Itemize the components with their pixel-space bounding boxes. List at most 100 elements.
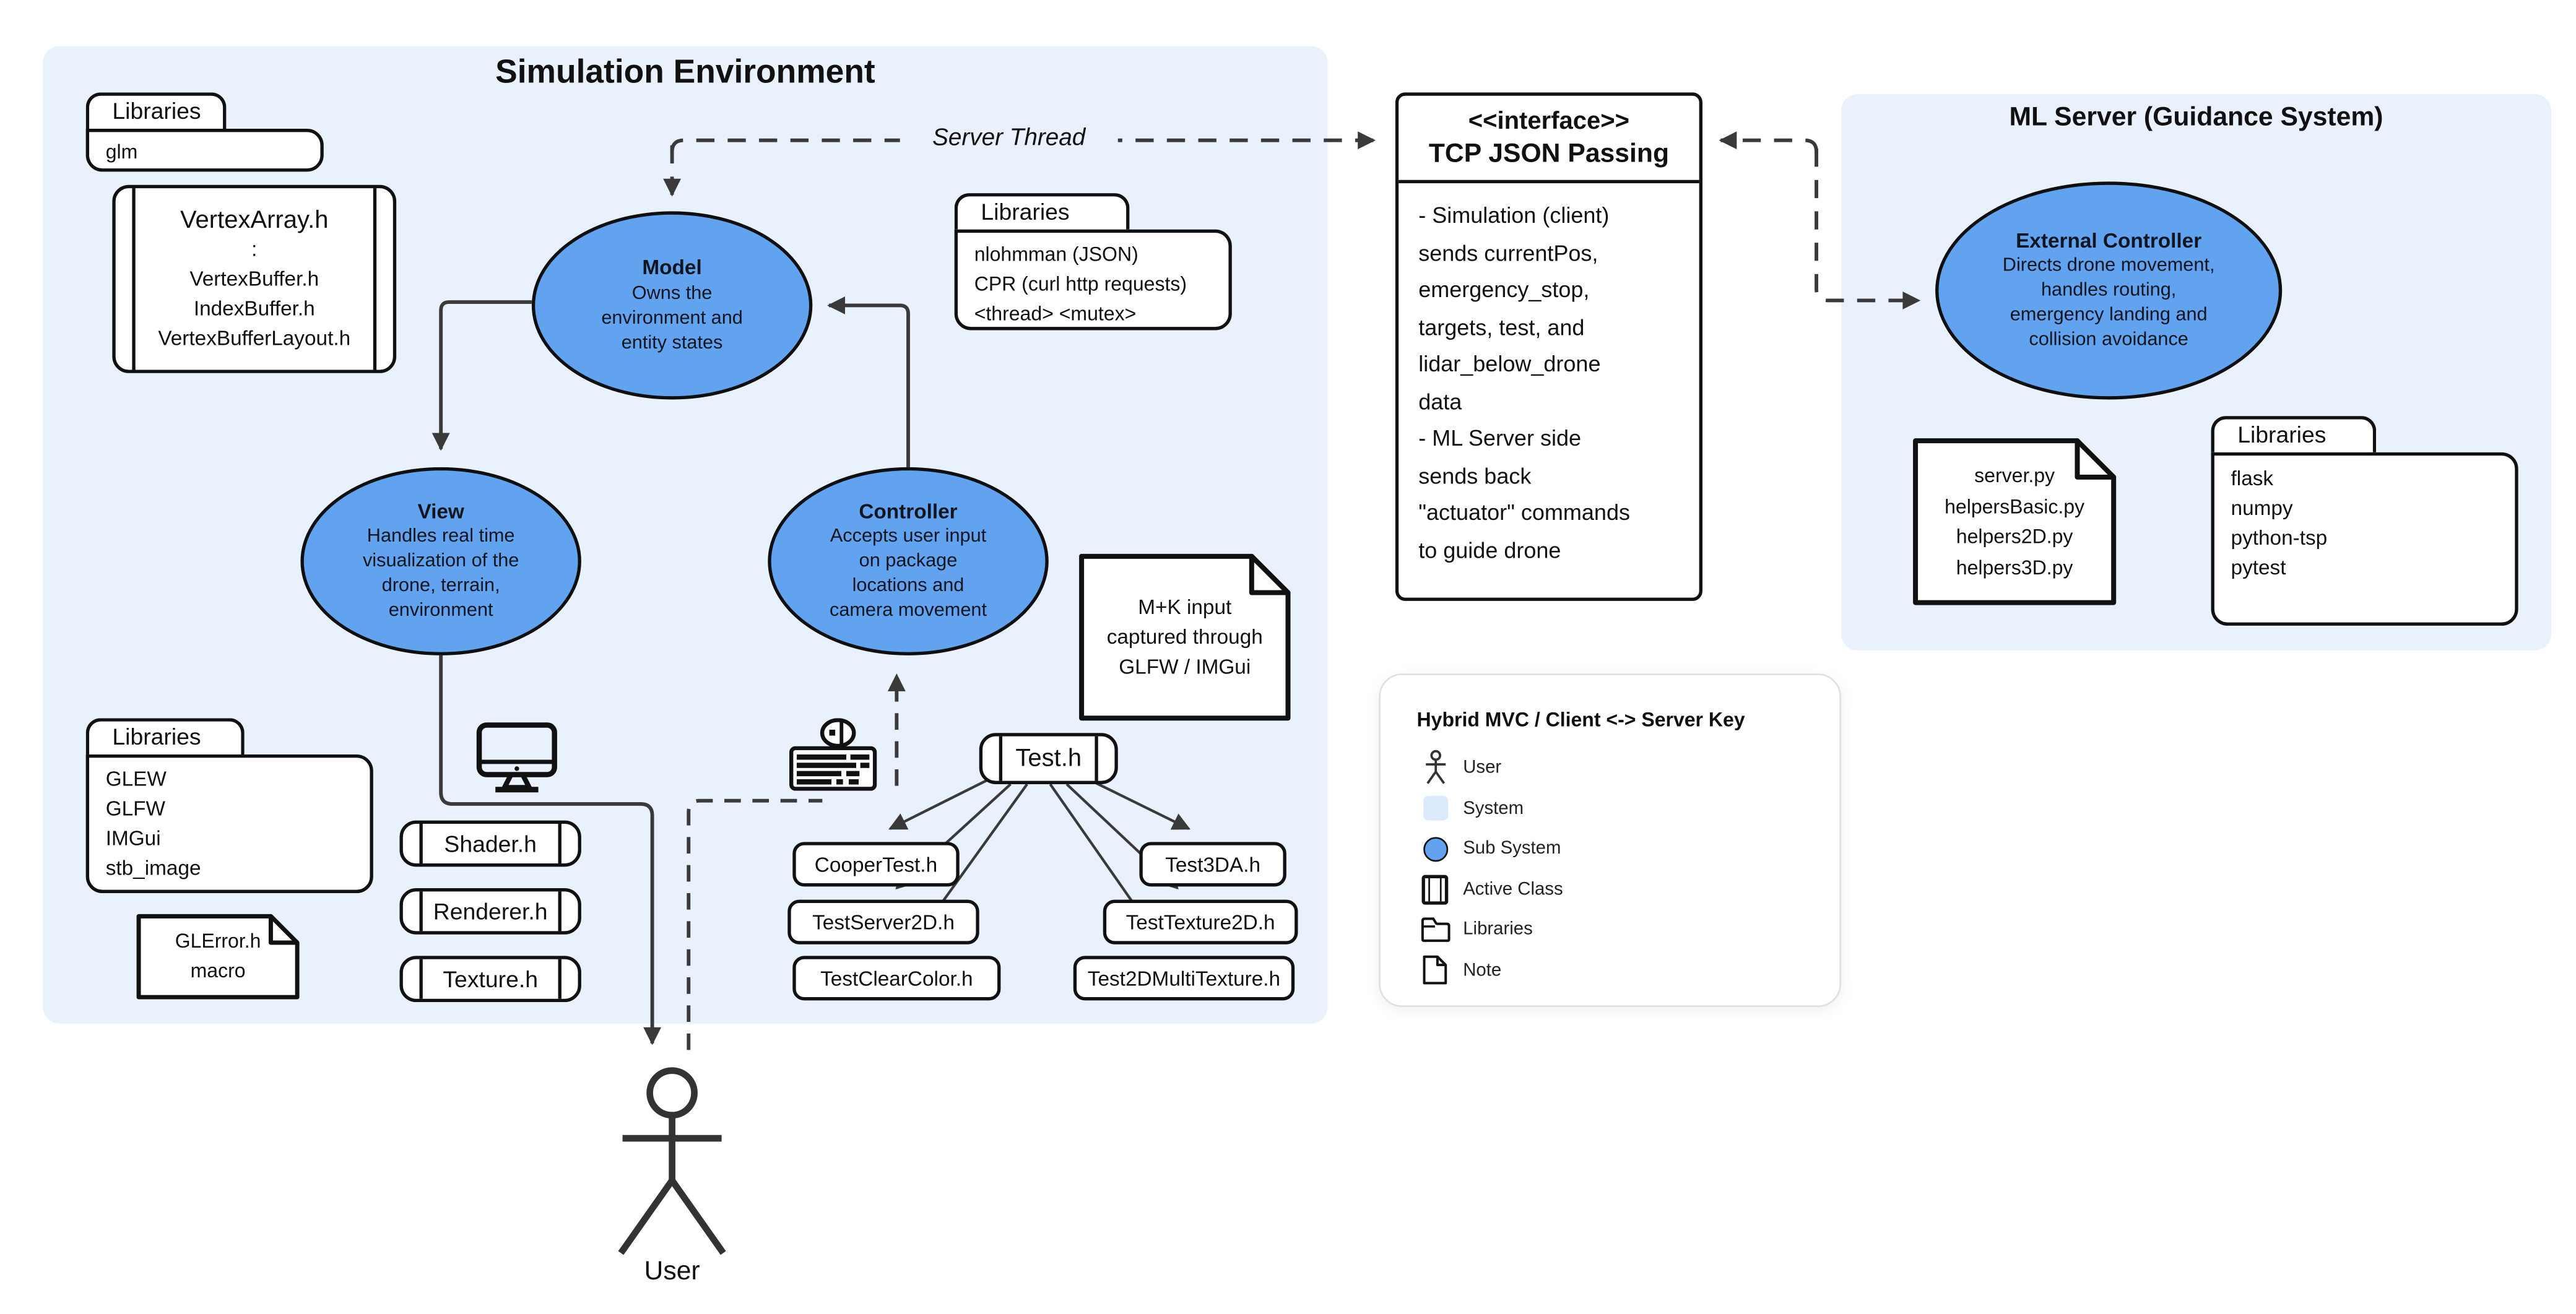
class-title: Shader.h [444,830,537,857]
view-ellipse: View Handles real time visualization of … [300,467,581,655]
folder-tab-label: Libraries [85,92,227,129]
ellipse-title: External Controller [2016,229,2202,253]
ellipse-desc: Handles real time visualization of the d… [362,527,519,621]
test3da-box: Test3DA.h [1139,842,1286,887]
library-item: numpy [2231,496,2293,519]
note-line: server.py [1974,464,2055,487]
renderer-class-box: Renderer.h [399,888,581,935]
simulation-environment-title: Simulation Environment [495,54,875,91]
interface-title: TCP JSON Passing [1428,140,1670,169]
user-icon [1425,750,1445,785]
test-label: Test3DA.h [1165,852,1261,876]
ellipse-title: Model [642,256,702,280]
class-line: IndexBuffer.h [193,296,315,320]
testclearcolor-box: TestClearColor.h [792,956,1001,1001]
legend-row-user: User [1413,748,1839,788]
folder-tab-label: Libraries [2211,416,2377,452]
subsystem-swatch [1422,836,1447,862]
folder-tab-label: Libraries [954,193,1130,230]
class-title: Texture.h [443,966,538,993]
external-controller-ellipse: External Controller Directs drone moveme… [1935,181,2283,400]
shader-class-box: Shader.h [399,820,581,867]
libraries-icon [1420,918,1450,943]
legend-title: Hybrid MVC / Client <-> Server Key [1416,708,1745,732]
legend-row-active-class: Active Class [1413,869,1839,909]
library-item: glm [105,139,138,163]
glerror-note: GLError.h macro [136,913,301,1000]
mk-input-note: M+K input captured through GLFW / IMGui [1078,553,1291,722]
ellipse-desc: Owns the environment and entity states [601,283,743,353]
library-item: flask [2231,466,2274,490]
mouse-icon [820,718,856,748]
vertexarray-class-box: VertexArray.h : VertexBuffer.h IndexBuff… [112,184,397,373]
monitor-icon [476,722,557,793]
legend-row-note: Note [1413,950,1839,990]
ellipse-title: Controller [859,500,958,524]
note-shape [136,914,300,1000]
interface-body: - Simulation (client) sends currentPos, … [1418,203,1631,563]
note-text: GLError.h macro [175,929,261,982]
test2dmultitexture-box: Test2DMultiTexture.h [1073,956,1295,1001]
class-title: Renderer.h [433,898,548,925]
library-item: IMGui [105,826,161,850]
note-line: helpers2D.py [1956,525,2073,548]
interface-header: <<interface>> TCP JSON Passing [1399,96,1699,184]
library-item: <thread> <mutex> [974,301,1137,325]
legend-label: Sub System [1463,839,1561,859]
legend-row-libraries: Libraries [1413,910,1839,950]
note-text: M+K input captured through GLFW / IMGui [1106,595,1263,679]
class-line: VertexBuffer.h [189,266,319,290]
system-swatch [1422,796,1447,821]
test-label: TestClearColor.h [820,966,973,990]
ml-server-title: ML Server (Guidance System) [2009,104,2383,132]
library-item: GLFW [105,796,166,820]
library-item: CPR (curl http requests) [974,271,1187,295]
test-h-class-box: Test.h [979,733,1118,784]
user-actor-label: User [644,1258,700,1286]
coopertest-box: CooperTest.h [792,842,960,887]
legend-row-subsystem: Sub System [1413,829,1839,869]
testserver2d-box: TestServer2D.h [787,899,979,944]
legend-row-system: System [1413,789,1839,829]
controller-ellipse: Controller Accepts user input on package… [768,467,1049,655]
server-thread-label: Server Thread [900,125,1118,152]
legend-label: Note [1463,960,1502,980]
library-item: stb_image [105,855,201,880]
note-icon [1423,956,1447,985]
class-title: VertexArray.h [180,205,329,234]
model-ellipse: Model Owns the environment and entity st… [531,211,813,400]
note-line: helpers3D.py [1956,555,2073,579]
legend-label: System [1463,798,1524,819]
note-shape [1079,553,1291,721]
test-label: TestServer2D.h [812,910,955,934]
interface-box: <<interface>> TCP JSON Passing - Simulat… [1395,92,1702,601]
ellipse-desc: Directs drone movement, handles routing,… [2002,256,2215,350]
note-shape [1913,438,2117,605]
legend-box: Hybrid MVC / Client <-> Server Key User … [1379,673,1842,1008]
legend-label: Libraries [1463,920,1533,940]
class-line: : [251,236,258,261]
library-item: GLEW [105,766,167,790]
testtexture2d-box: TestTexture2D.h [1103,899,1298,944]
ellipse-title: View [417,500,464,524]
edge-mlserver-to-interface [1719,131,1818,152]
library-item: python-tsp [2231,525,2328,549]
user-actor-icon [618,1067,726,1255]
active-class-icon [1421,875,1449,905]
interface-stereotype: <<interface>> [1468,107,1630,136]
legend-label: User [1463,758,1502,778]
legend-label: Active Class [1463,880,1563,900]
server-py-note: server.py helpersBasic.py helpers2D.py h… [1912,438,2117,606]
class-title: Test.h [1015,744,1082,773]
test-label: CooperTest.h [814,852,938,876]
library-item: pytest [2231,555,2286,579]
test-label: Test2DMultiTexture.h [1087,966,1281,990]
test-label: TestTexture2D.h [1125,910,1275,934]
ellipse-desc: Accepts user input on package locations … [829,527,987,621]
library-item: nlohmman (JSON) [974,241,1138,266]
note-line: helpersBasic.py [1945,494,2085,518]
class-line: VertexBufferLayout.h [158,326,351,350]
folder-tab-label: Libraries [85,718,245,754]
texture-class-box: Texture.h [399,956,581,1003]
